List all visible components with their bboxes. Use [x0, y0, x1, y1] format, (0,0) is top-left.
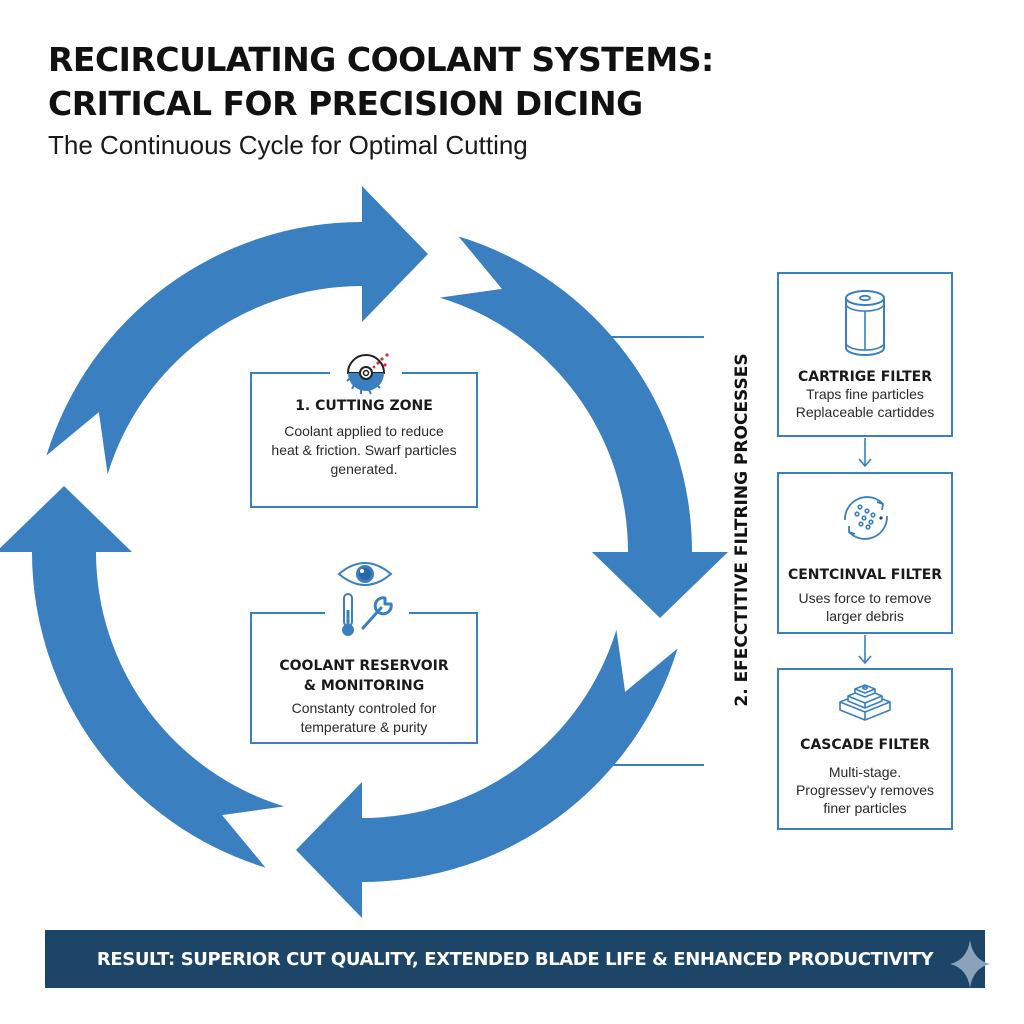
cascade-filter-line-1: Multi-stage.: [828, 764, 902, 780]
eye-icon: [337, 562, 393, 586]
flow-arrow-1: [858, 438, 872, 468]
centrifugal-filter-box: CENTCINVAL FILTER Uses force to remove l…: [777, 472, 953, 634]
thermometer-icon: [342, 593, 354, 636]
cutting-zone-description: Coolant applied to reduce heat & frictio…: [271, 423, 457, 477]
cascade-filter-line-3: finer particles: [823, 800, 907, 816]
reservoir-heading: COOLANT RESERVOIR & MONITORING: [252, 656, 476, 696]
centrifugal-filter-icon: [844, 496, 888, 540]
title-line-2: CRITICAL FOR PRECISION DICING: [48, 84, 643, 123]
cascade-filter-line-2: Progressev'y removes: [795, 782, 935, 798]
cartridge-filter-line-2: Replaceable cartiddes: [795, 404, 935, 420]
result-banner: RESULT: SUPERIOR CUT QUALITY, EXTENDED B…: [45, 930, 985, 988]
centrifugal-filter-line-2: larger debris: [826, 608, 904, 624]
reservoir-description: Constanty controled for temperature & pu…: [291, 700, 437, 735]
cycle-arrow-1: [46, 186, 428, 475]
cartridge-filter-line-1: Traps fine particles: [806, 386, 924, 402]
cartridge-filter-heading: CARTRIGE FILTER: [798, 369, 932, 385]
title-line-1: RECIRCULATING COOLANT SYSTEMS:: [48, 40, 714, 79]
page-title: RECIRCULATING COOLANT SYSTEMS: CRITICAL …: [48, 38, 714, 126]
centrifugal-filter-heading: CENTCINVAL FILTER: [787, 567, 943, 583]
cascade-filter-box: CASCADE FILTER Multi-stage. Progressev'y…: [777, 668, 953, 830]
cycle-arrow-2: [439, 236, 728, 618]
eye-thermometer-wrench-icon: [325, 556, 409, 640]
saw-blade-icon: [330, 345, 402, 395]
reservoir-heading-line-2: & MONITORING: [303, 678, 425, 694]
cartridge-filter-icon: [845, 290, 885, 356]
centrifugal-filter-line-1: Uses force to remove: [798, 590, 932, 606]
reservoir-heading-line-1: COOLANT RESERVOIR: [279, 658, 449, 674]
cutting-zone-box: 1. CUTTING ZONE Coolant applied to reduc…: [250, 372, 478, 508]
cycle-arrow-4: [0, 486, 285, 868]
sparkle-icon: [950, 940, 990, 988]
flow-arrow-2: [858, 635, 872, 665]
cycle-arrow-3: [296, 629, 678, 918]
page-subtitle: The Continuous Cycle for Optimal Cutting: [48, 130, 528, 160]
wrench-icon: [361, 596, 393, 630]
cutting-zone-heading: 1. CUTTING ZONE: [295, 398, 433, 414]
result-banner-text: RESULT: SUPERIOR CUT QUALITY, EXTENDED B…: [96, 948, 934, 970]
cascade-filter-icon: [839, 684, 891, 721]
cascade-filter-heading: CASCADE FILTER: [800, 737, 930, 753]
cartridge-filter-box: CARTRIGE FILTER Traps fine particles Rep…: [777, 272, 953, 437]
filtering-section-label: 2. EFECCTITIVE FILTRING PROCESSES: [732, 353, 752, 707]
cycle-arrows: [0, 186, 728, 918]
